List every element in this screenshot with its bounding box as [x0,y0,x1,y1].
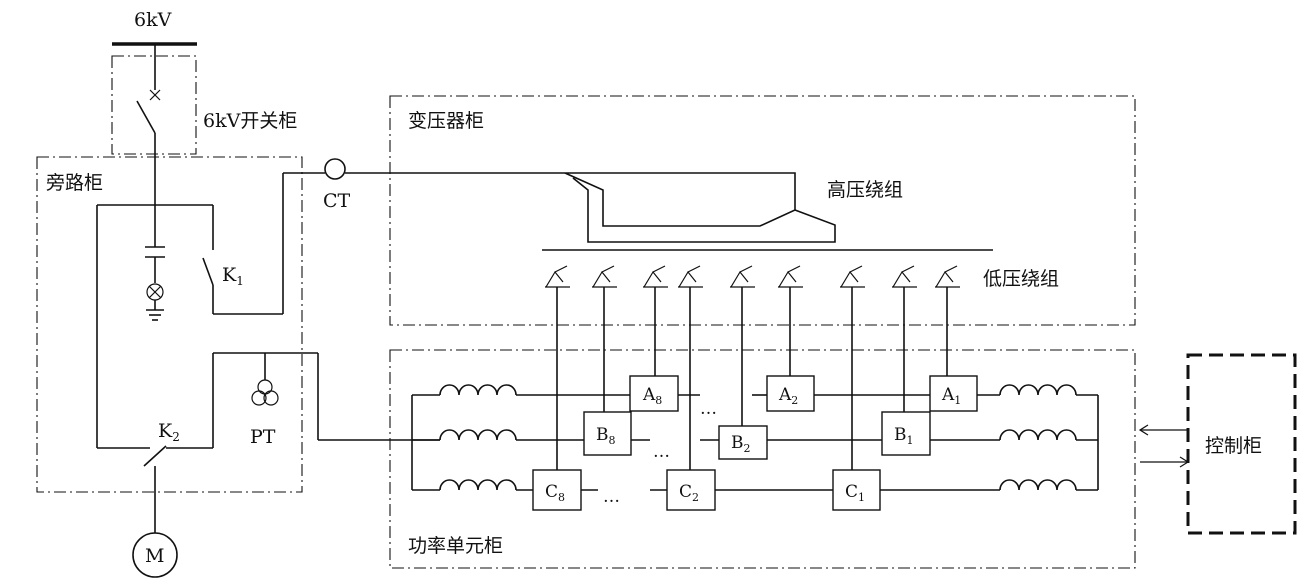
svg-text:B8: B8 [596,425,616,447]
contactor-k1-blade [202,257,214,286]
power-unit-cabinet-label: 功率单元柜 [408,535,503,557]
phase-a-ellipsis: … [700,399,717,419]
switch-cabinet-label: 6kV开关柜 [203,110,297,132]
svg-text:A1: A1 [941,385,961,407]
lv-winding-icon [643,265,668,288]
inductor-coil-icon [999,479,1077,491]
control-cabinet-label: 控制柜 [1205,435,1262,457]
power-unit-c2: C2 [666,469,716,511]
motor-icon [132,532,178,578]
svg-text:B1: B1 [894,425,914,447]
power-unit-b8: B8 [583,411,632,456]
power-unit-a1: A1 [929,375,978,412]
lv-winding-icon [730,265,755,288]
high-voltage-winding [564,172,836,243]
switch-blade [136,100,156,134]
ground-icon [146,300,164,321]
control-signal-arrows [1138,424,1190,468]
breaker-cross-icon [149,89,161,101]
potential-transformer-icon [251,379,279,406]
right-inductors [999,384,1098,491]
indicator-lamp-icon [146,283,164,301]
left-inductors [412,384,517,491]
lv-winding-icon [592,265,617,288]
power-unit-c8: C8 [532,469,582,511]
power-unit-b2: B2 [718,425,768,460]
lv-winding-icon [935,265,960,288]
power-unit-b1: B1 [881,411,931,456]
lv-winding-icon [678,265,703,288]
inductor-coil-icon [999,384,1077,396]
inductor-coil-icon [439,479,517,491]
power-unit-a2: A2 [766,375,815,412]
contactor-k1-label: K1 [222,264,244,288]
inductor-coil-icon [439,429,517,441]
lv-winding-icon [892,265,917,288]
lv-winding-icons [545,265,960,288]
indicator-capacitor-icon [145,246,165,283]
power-unit-cabinet-frame [389,349,1136,569]
inductor-coil-icon [439,384,517,396]
motor-label: M [145,545,164,567]
potential-transformer-label: PT [250,426,276,448]
inductor-coil-icon [999,429,1077,441]
svg-text:C8: C8 [545,482,565,504]
phase-b-ellipsis: … [653,442,670,462]
lv-winding-icon [778,265,803,288]
power-unit-c1: C1 [832,469,881,511]
power-unit-a8: A8 [629,375,679,412]
current-transformer-label: CT [323,190,351,212]
control-cabinet-frame [1186,353,1297,535]
svg-text:C2: C2 [679,482,699,504]
contactor-k2-blade [143,445,167,467]
svg-text:B2: B2 [731,433,751,455]
svg-text:A2: A2 [778,385,798,407]
svg-text:C1: C1 [845,482,865,504]
contactor-k2-label: K2 [158,420,180,444]
svg-text:A8: A8 [642,385,662,407]
switch-cabinet-frame [111,55,197,155]
transformer-cabinet-label: 变压器柜 [408,110,484,132]
current-transformer-icon [324,158,346,180]
transformer-cabinet-frame [389,95,1136,326]
lv-winding-label: 低压绕组 [983,268,1059,290]
bypass-cabinet-frame [36,156,303,493]
lv-winding-icon [545,265,570,288]
hv-winding-label: 高压绕组 [827,179,903,201]
lv-winding-icon [840,265,865,288]
bypass-cabinet-label: 旁路柜 [46,172,103,194]
source-voltage-label: 6kV [134,9,172,31]
phase-c-ellipsis: … [603,487,620,507]
